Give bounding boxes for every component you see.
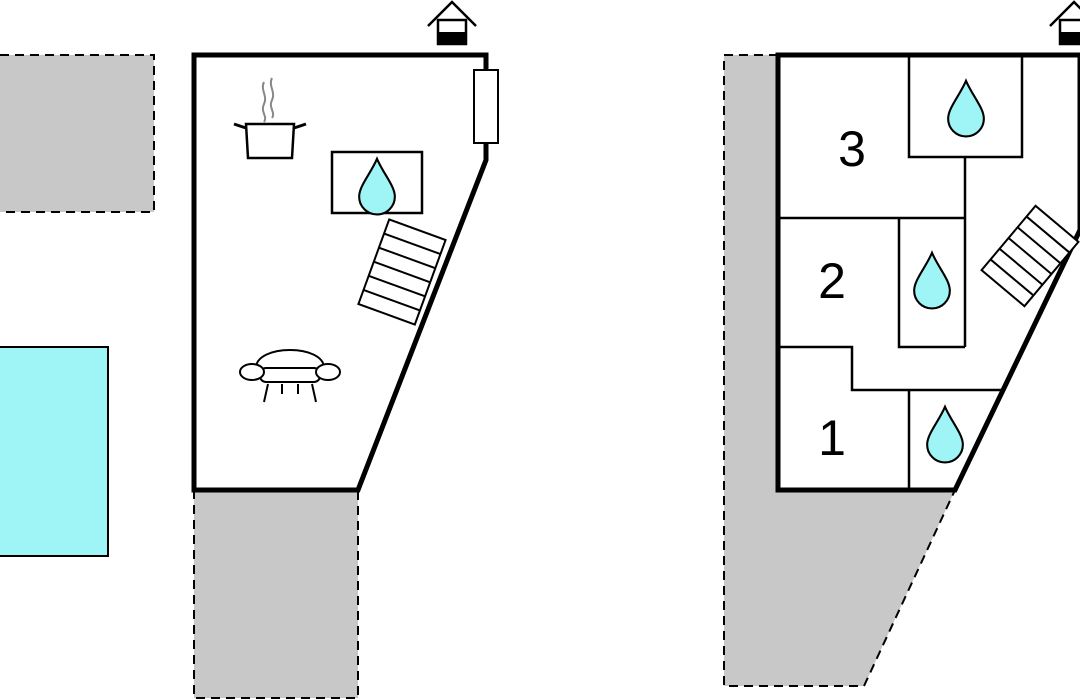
entrance-icon xyxy=(427,0,477,46)
sofa-icon xyxy=(239,349,341,403)
room-number-2: 2 xyxy=(818,253,846,309)
pool xyxy=(0,346,109,557)
kitchen-icon xyxy=(233,77,307,160)
entrance-icon xyxy=(1049,0,1080,46)
room-number-1: 1 xyxy=(818,410,846,466)
bathroom-icon xyxy=(330,150,424,216)
stairs-icon xyxy=(357,218,447,326)
terrace-area xyxy=(193,490,359,699)
stairs-icon xyxy=(980,204,1080,308)
ground-floor-outline xyxy=(191,52,489,493)
door-marker xyxy=(473,69,499,144)
room-number-3: 3 xyxy=(838,121,866,177)
interior-walls xyxy=(778,55,1024,490)
terrace-area xyxy=(0,54,155,213)
